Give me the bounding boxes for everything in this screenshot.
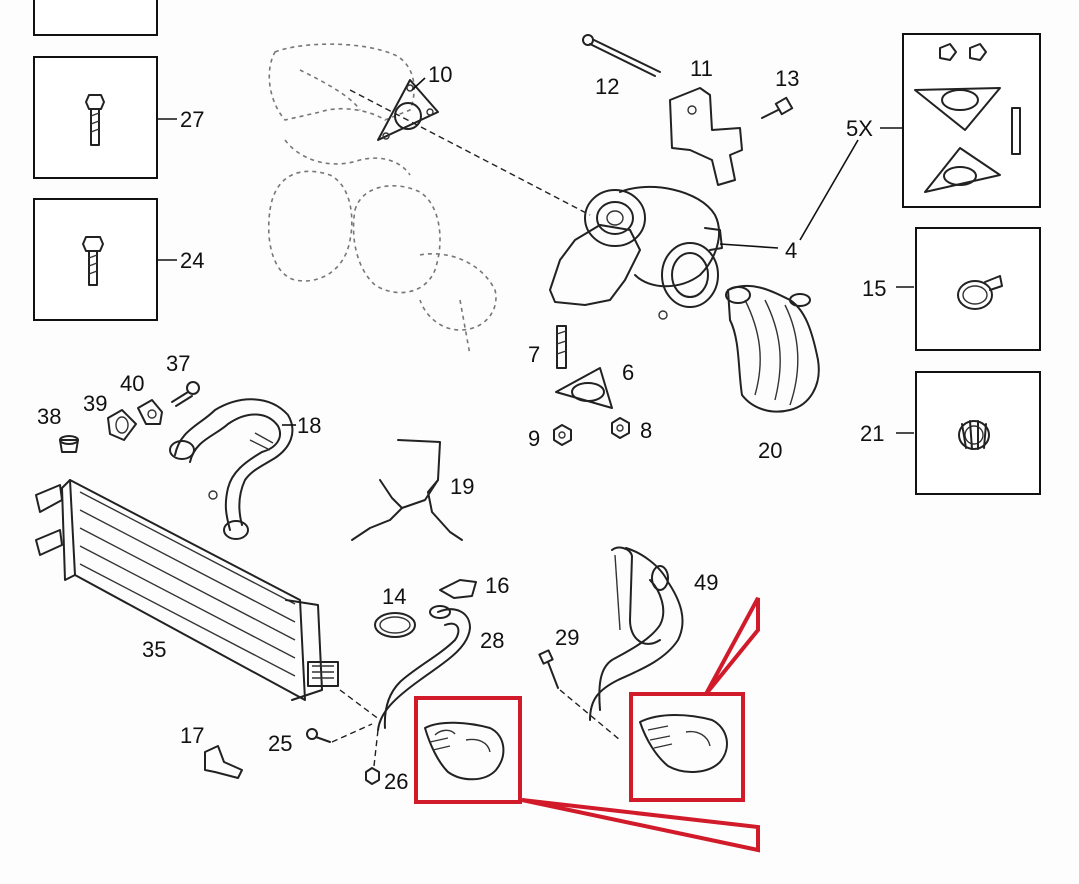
label-8: 8 <box>640 418 652 443</box>
label-19: 19 <box>450 474 474 499</box>
bolt-icon <box>82 236 104 286</box>
turbocharger-4: 4 <box>549 185 797 320</box>
o-ring-14: 14 <box>374 584 416 638</box>
bolt-box-24: 24 <box>33 198 204 321</box>
label-28: 28 <box>480 628 504 653</box>
bracket-11: 11 <box>669 56 743 186</box>
label-27: 27 <box>180 107 204 132</box>
label-35: 35 <box>142 637 166 662</box>
grommet-39: 39 <box>83 391 137 441</box>
label-10: 10 <box>428 62 452 87</box>
highlight-pointer-top <box>704 597 760 696</box>
highlight-pointer-bottom <box>521 798 760 853</box>
label-17: 17 <box>180 723 204 748</box>
clip-16: 16 <box>439 573 509 599</box>
gasket-10: 10 <box>377 62 452 141</box>
gasket-6: 6 <box>555 360 634 409</box>
charge-pipe-28: 28 <box>339 605 504 731</box>
label-9: 9 <box>528 426 540 451</box>
label-6: 6 <box>622 360 634 385</box>
red-highlight-annotations <box>414 597 760 853</box>
label-40: 40 <box>120 371 144 396</box>
bolt-29: 29 <box>538 625 621 741</box>
bracket-17: 17 <box>180 723 243 779</box>
highlight-box-left <box>414 696 522 804</box>
highlight-box-right <box>629 692 745 802</box>
bolt-box-27: 27 <box>33 56 204 179</box>
label-25: 25 <box>268 731 292 756</box>
label-26: 26 <box>384 769 408 794</box>
label-49: 49 <box>694 570 718 595</box>
charge-pipe-18: 18 <box>169 398 321 540</box>
label-16: 16 <box>485 573 509 598</box>
label-13: 13 <box>775 66 799 91</box>
label-21: 21 <box>860 421 884 446</box>
label-12: 12 <box>595 74 619 99</box>
highlighted-hose-left <box>424 721 505 781</box>
bolt-icon <box>85 94 105 146</box>
label-11: 11 <box>690 56 713 81</box>
label-18: 18 <box>297 413 321 438</box>
label-7: 7 <box>528 342 540 367</box>
clamp-box-15: 15 <box>862 227 1041 351</box>
nut-9: 9 <box>528 424 572 451</box>
label-39: 39 <box>83 391 107 416</box>
label-4: 4 <box>785 238 797 263</box>
label-38: 38 <box>37 404 61 429</box>
leader-5x-4 <box>799 139 859 241</box>
label-14: 14 <box>382 584 406 609</box>
stud-12: 12 <box>582 34 661 99</box>
label-29: 29 <box>555 625 579 650</box>
plug-38: 38 <box>37 404 79 453</box>
clamp-box-21: 21 <box>860 371 1041 495</box>
charge-pipe-49: 49 <box>589 546 718 721</box>
exhaust-manifold-outline <box>267 43 497 356</box>
assembly-line <box>349 89 591 216</box>
stud-7: 7 <box>528 325 567 369</box>
bolt-37: 37 <box>166 351 200 407</box>
intake-hose-20: 20 <box>725 284 820 463</box>
bolt-25: 25 <box>268 723 373 756</box>
label-24: 24 <box>180 248 204 273</box>
label-37: 37 <box>166 351 190 376</box>
clipped-part-box <box>33 0 158 36</box>
nut-26: 26 <box>365 729 408 794</box>
label-20: 20 <box>758 438 782 463</box>
gasket-kit-box-5x: 5X <box>846 33 1041 208</box>
hose-bracket-19: 19 <box>351 439 474 541</box>
fitting-40: 40 <box>120 371 163 425</box>
nut-8: 8 <box>611 417 652 443</box>
label-15: 15 <box>862 276 886 301</box>
highlighted-hose-right <box>639 714 728 773</box>
label-5x: 5X <box>846 116 873 141</box>
intercooler-35: 35 <box>35 479 339 701</box>
bolt-13: 13 <box>761 66 799 119</box>
